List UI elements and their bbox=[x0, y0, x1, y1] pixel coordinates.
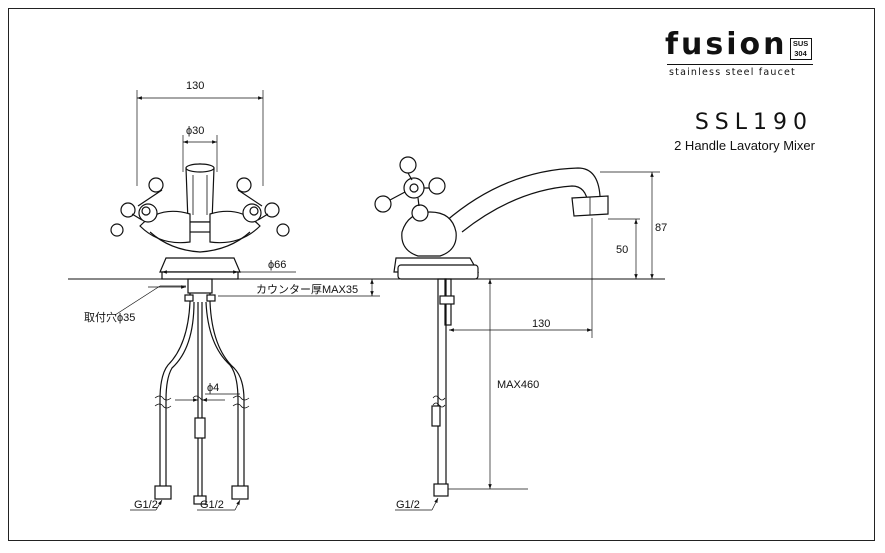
product-description: 2 Handle Lavatory Mixer bbox=[674, 138, 815, 153]
brand-underline bbox=[667, 64, 813, 66]
dim-pipe-diameter: ϕ4 bbox=[207, 382, 219, 394]
dim-mount-hole: 取付穴ϕ35 bbox=[84, 310, 135, 324]
dim-width-top: 130 bbox=[186, 80, 204, 92]
side-view bbox=[374, 156, 660, 511]
brand-name: fusion bbox=[665, 27, 788, 62]
drawing-frame bbox=[8, 8, 875, 541]
dim-thread-right: G1/2 bbox=[396, 499, 420, 511]
badge-bottom: 304 bbox=[794, 49, 807, 58]
badge-top: SUS bbox=[792, 39, 809, 48]
dim-thread-left: G1/2 bbox=[134, 499, 158, 511]
dim-base-diameter: ϕ66 bbox=[268, 259, 286, 271]
dim-thread-middle: G1/2 bbox=[200, 499, 224, 511]
dim-counter-thickness: カウンター厚MAX35 bbox=[256, 283, 358, 296]
dim-reach: 130 bbox=[532, 318, 550, 330]
model-number: SSL190 bbox=[694, 110, 813, 135]
dim-spout-height: 50 bbox=[616, 244, 628, 256]
front-view bbox=[110, 90, 380, 511]
brand-tagline: stainless steel faucet bbox=[669, 67, 796, 78]
dim-max-length: MAX460 bbox=[497, 379, 539, 391]
dim-spout-diameter: ϕ30 bbox=[186, 125, 204, 137]
dim-height-total: 87 bbox=[655, 222, 667, 234]
